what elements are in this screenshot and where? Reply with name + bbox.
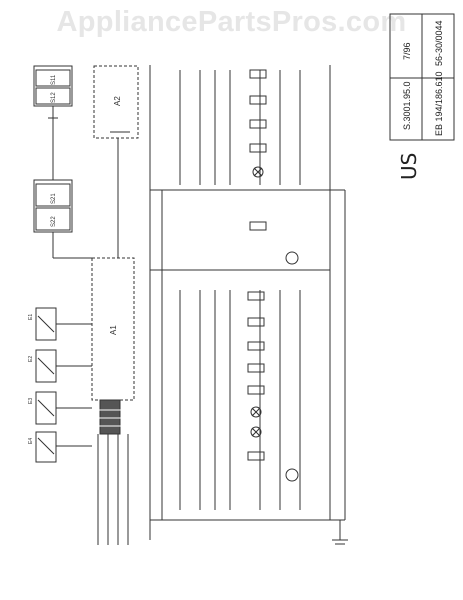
label-a1: A1 <box>109 325 118 335</box>
title-block: S.3001.95.0 EB 194/186.610 7/96 56-30/00… <box>389 13 455 141</box>
rung-group-upper <box>179 69 301 265</box>
module-a1: A1 <box>91 257 135 435</box>
label-e3: E3 <box>28 398 34 404</box>
control-circuit <box>149 65 346 540</box>
ground-symbol <box>332 520 348 545</box>
label-e4: E4 <box>28 438 34 444</box>
part-code: 56-30/0044 <box>434 20 444 66</box>
label-e1: E1 <box>28 314 34 320</box>
module-a2: A2 <box>93 65 139 258</box>
label-s11: S11 <box>51 74 57 85</box>
handwritten-note: US <box>397 153 421 180</box>
doc-number: S.3001.95.0 <box>402 81 412 130</box>
model-number: EB 194/186.610 <box>434 71 444 136</box>
switch-block-s11-s12: S11 S12 <box>33 65 73 180</box>
label-s21: S21 <box>51 193 57 204</box>
supply-lines <box>97 434 129 545</box>
revision-date: 7/96 <box>402 42 412 60</box>
label-a2: A2 <box>113 96 122 106</box>
label-s22: S22 <box>51 216 57 227</box>
heating-elements: E1 E2 E3 E4 <box>28 307 92 463</box>
label-e2: E2 <box>28 356 34 362</box>
watermark-logo: AppliancePartsPros.com <box>56 6 407 38</box>
label-s12: S12 <box>51 92 57 103</box>
switch-block-s21-s22: S21 S22 <box>33 179 92 259</box>
rung-group-lower <box>179 290 301 510</box>
